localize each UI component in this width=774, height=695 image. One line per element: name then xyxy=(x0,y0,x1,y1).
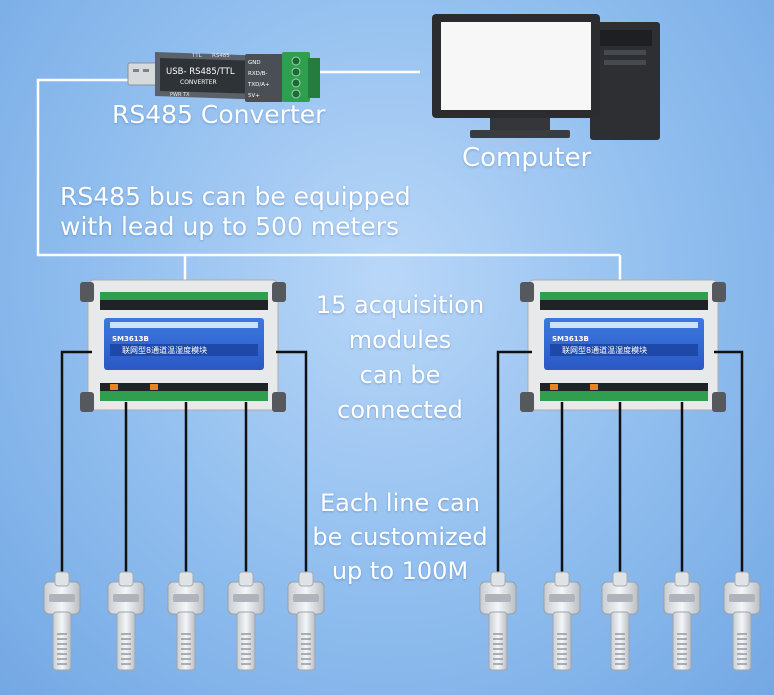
line-note-line-2: be customized xyxy=(312,523,488,551)
usb-rs485-converter: USB- RS485/TTL CONVERTER TTL RS485 PWR T… xyxy=(127,52,320,102)
bus-length-note: RS485 bus can be equipped with lead up t… xyxy=(60,182,411,242)
svg-text:GND: GND xyxy=(248,60,261,66)
modules-count-note: 15 acquisition modules can be connected xyxy=(300,288,500,428)
svg-text:RS485: RS485 xyxy=(212,53,230,59)
svg-text:SM3613B: SM3613B xyxy=(112,335,149,343)
modules-note-line-2: modules xyxy=(348,326,452,354)
computer-illustration xyxy=(432,14,660,140)
svg-text:CONVERTER: CONVERTER xyxy=(180,79,217,86)
sensor-cables xyxy=(60,350,744,575)
converter-label: RS485 Converter xyxy=(112,100,326,129)
acquisition-module-2: SM3613B 联网型8通道温湿度模块 xyxy=(520,279,726,412)
svg-text:RXD/B-: RXD/B- xyxy=(248,71,267,77)
svg-text:TTL: TTL xyxy=(191,53,203,59)
rs485-bus-wires xyxy=(36,70,622,280)
svg-text:TXD/A+: TXD/A+ xyxy=(247,82,270,88)
modules-note-line-4: connected xyxy=(337,396,463,424)
line-note-line-1: Each line can xyxy=(320,489,480,517)
svg-text:SM3613B: SM3613B xyxy=(552,335,589,343)
modules-note-line-1: 15 acquisition xyxy=(315,291,485,319)
svg-text:USB- RS485/TTL: USB- RS485/TTL xyxy=(166,67,235,77)
svg-text:联网型8通道温湿度模块: 联网型8通道温湿度模块 xyxy=(562,345,647,355)
bus-note-line-2: with lead up to 500 meters xyxy=(60,212,400,241)
computer-label: Computer xyxy=(462,143,592,173)
acquisition-module-1: SM3613B 联网型8通道温湿度模块 xyxy=(80,279,286,412)
svg-text:5V+: 5V+ xyxy=(248,93,260,99)
bus-note-line-1: RS485 bus can be equipped xyxy=(60,182,411,211)
svg-text:PWR TX: PWR TX xyxy=(170,92,190,98)
modules-note-line-3: can be xyxy=(359,361,441,389)
line-note-line-3: up to 100M xyxy=(331,557,469,585)
svg-text:联网型8通道温湿度模块: 联网型8通道温湿度模块 xyxy=(122,345,207,355)
line-length-note: Each line can be customized up to 100M xyxy=(290,486,510,588)
